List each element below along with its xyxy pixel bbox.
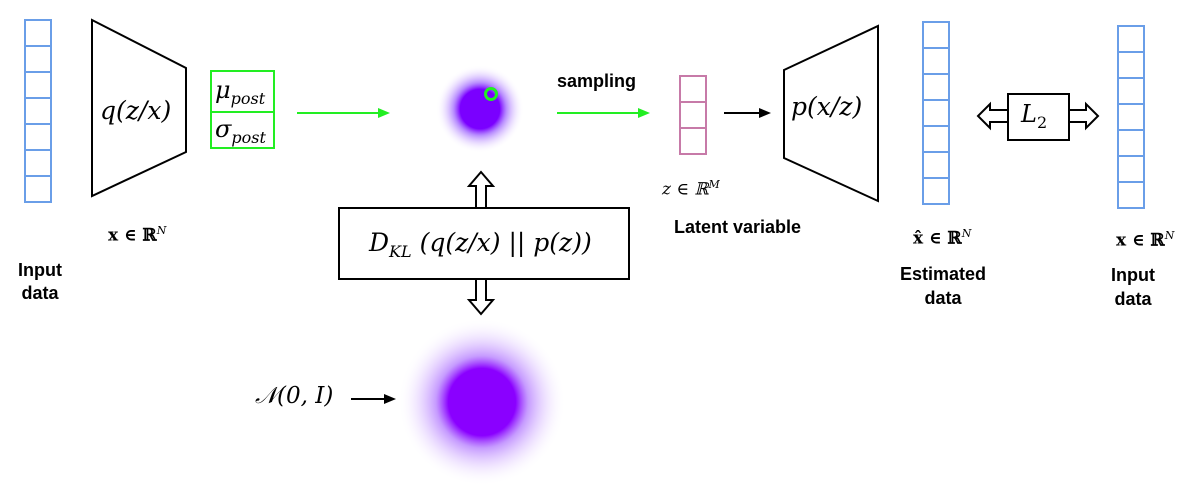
sample-point [484, 87, 498, 101]
input-vector-left [24, 19, 52, 203]
l2-left-arrow [976, 101, 1009, 131]
estimated-vector [922, 21, 950, 205]
l2-right-arrow [1068, 101, 1100, 131]
prior-distribution [398, 318, 566, 485]
input-vector-right [1117, 25, 1145, 209]
kl-up-arrow [466, 170, 496, 209]
encoder-label: q(z/x) [100, 96, 172, 125]
decoder-label: p(x/z) [791, 92, 863, 121]
kl-down-arrow [466, 278, 496, 316]
posterior-box [210, 70, 275, 149]
latent-variable-label: Latent variable [674, 217, 802, 237]
decoder-trapezoid [783, 24, 879, 203]
prior-label: 𝒩(0, I) [255, 383, 334, 409]
encoder-trapezoid [91, 18, 187, 198]
input-right-space-label: x ∈ ℝN [1116, 229, 1175, 251]
arrow-to-decoder [724, 108, 771, 118]
sigma-post-label: σpost [215, 115, 266, 147]
posterior-distribution [436, 65, 524, 153]
latent-vector [679, 75, 707, 155]
kl-box [338, 207, 630, 280]
prior-arrow [351, 394, 396, 404]
green-arrow-1 [297, 108, 390, 118]
l2-label: L2 [1021, 100, 1048, 132]
latent-space-label: z ∈ ℝM [662, 178, 720, 200]
kl-label: DKL (q(z/x) || p(z)) [369, 228, 592, 261]
estimated-space-label: x̂ ∈ ℝN [913, 227, 972, 249]
sampling-label: sampling [557, 71, 637, 91]
mu-post-label: μpost [215, 76, 266, 108]
green-arrow-2 [557, 108, 650, 118]
input-space-label: x ∈ ℝN [108, 224, 167, 246]
